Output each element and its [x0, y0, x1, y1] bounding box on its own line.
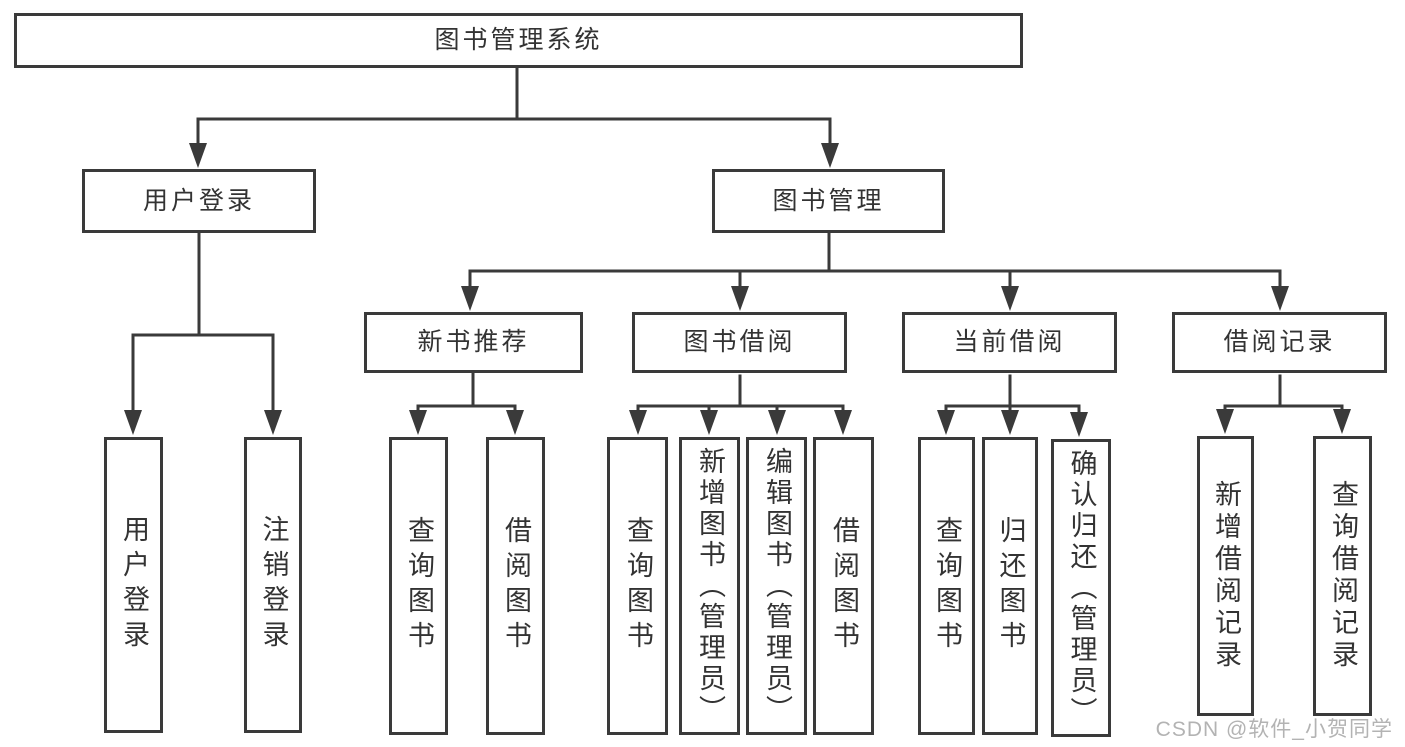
node-book-management-label: 图书管理 [772, 186, 885, 215]
leaf-add-borrow-record-label: 新增借阅记录 [1211, 480, 1241, 672]
leaf-user-login-label: 用户登录 [119, 515, 149, 655]
leaf-return-book-label: 归还图书 [995, 516, 1026, 656]
leaf-query-books-current: 查询图书 [918, 437, 975, 735]
leaf-logout-label: 注销登录 [258, 515, 289, 655]
leaf-return-book: 归还图书 [982, 437, 1038, 735]
node-new-book-recommend-label: 新书推荐 [417, 328, 530, 356]
node-library-system: 图书管理系统 [14, 13, 1023, 68]
node-new-book-recommend: 新书推荐 [364, 312, 583, 373]
node-book-borrowing-label: 图书借阅 [683, 328, 796, 356]
node-user-login: 用户登录 [82, 169, 316, 233]
node-user-login-label: 用户登录 [142, 186, 255, 215]
node-borrow-records: 借阅记录 [1172, 312, 1387, 373]
leaf-add-borrow-record: 新增借阅记录 [1197, 436, 1254, 716]
leaf-borrow-books-recommend-label: 借阅图书 [501, 516, 531, 656]
leaf-query-books-borrowing: 查询图书 [607, 437, 668, 735]
node-library-system-label: 图书管理系统 [434, 26, 603, 54]
leaf-query-borrow-record: 查询借阅记录 [1313, 436, 1372, 716]
node-borrow-records-label: 借阅记录 [1223, 328, 1336, 356]
leaf-add-book-admin-label: 新增图书（管理员） [695, 446, 725, 726]
leaf-edit-book-admin-label: 编辑图书（管理员） [762, 446, 792, 726]
leaf-query-books-current-label: 查询图书 [932, 516, 962, 656]
watermark: CSDN @软件_小贺同学 [1155, 718, 1393, 741]
leaf-borrow-books-borrowing-label: 借阅图书 [829, 516, 859, 656]
leaf-edit-book-admin: 编辑图书（管理员） [746, 437, 807, 735]
node-book-management: 图书管理 [712, 169, 945, 233]
node-current-borrowing-label: 当前借阅 [953, 328, 1066, 356]
leaf-borrow-books-borrowing: 借阅图书 [813, 437, 874, 735]
leaf-borrow-books-recommend: 借阅图书 [486, 437, 545, 735]
node-current-borrowing: 当前借阅 [902, 312, 1117, 373]
leaf-user-login: 用户登录 [104, 437, 163, 733]
leaf-query-books-recommend: 查询图书 [389, 437, 448, 735]
leaf-logout: 注销登录 [244, 437, 302, 733]
leaf-query-books-recommend-label: 查询图书 [404, 516, 434, 656]
leaf-query-borrow-record-label: 查询借阅记录 [1328, 480, 1358, 672]
leaf-add-book-admin: 新增图书（管理员） [679, 437, 740, 735]
node-book-borrowing: 图书借阅 [632, 312, 847, 373]
leaf-confirm-return-admin-label: 确认归还（管理员） [1066, 448, 1097, 728]
leaf-confirm-return-admin: 确认归还（管理员） [1051, 439, 1111, 737]
leaf-query-books-borrowing-label: 查询图书 [623, 516, 653, 656]
